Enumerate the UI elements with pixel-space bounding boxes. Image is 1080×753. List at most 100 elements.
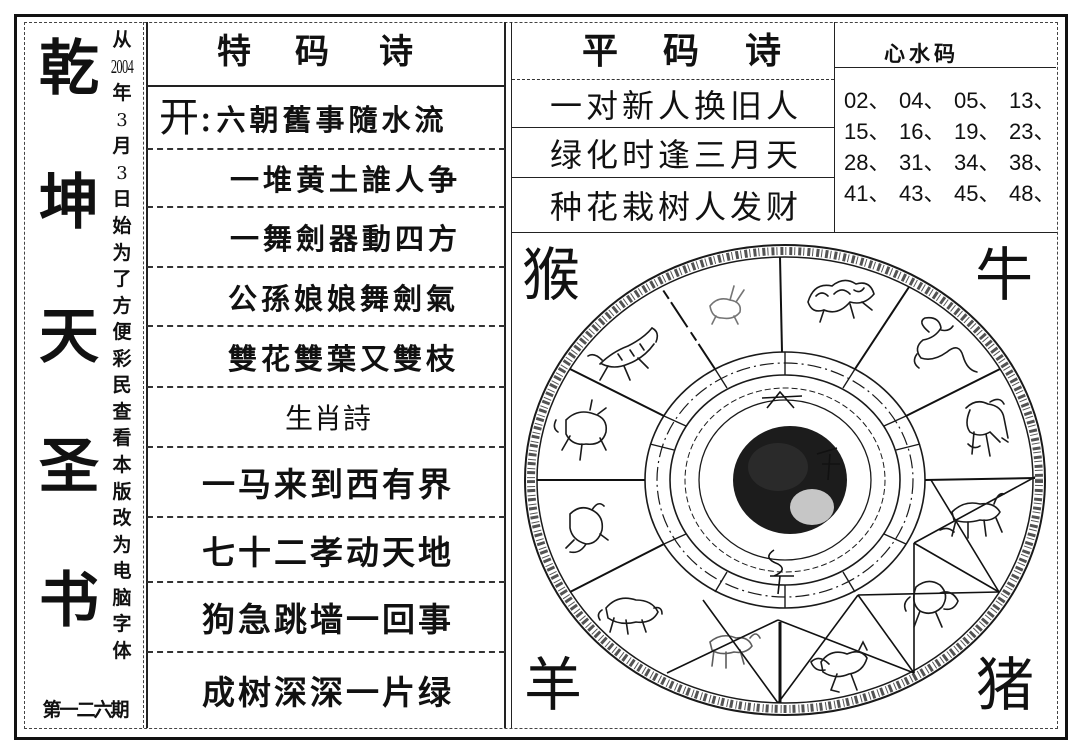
middle-column-divider — [504, 22, 506, 728]
poem-text: 公孫娘娘舞劍氣 — [228, 281, 460, 316]
poem-text: 种花栽树人发财 — [550, 188, 803, 226]
xinshui-number-grid: 02、 04、 05、 13、 15、 16、 19、 23、 28、 31、 … — [844, 87, 1064, 211]
outer-ring — [524, 244, 1046, 716]
rooster-icon — [810, 640, 868, 693]
notice-char: 月 — [112, 135, 132, 158]
notice-char: 体 — [112, 639, 132, 662]
notice-char: 始 — [112, 214, 132, 237]
notice-char: 彩 — [112, 347, 132, 370]
notice-char: 字 — [112, 613, 132, 636]
lucky-number: 16、 — [899, 119, 946, 144]
zodiac-poem-line: 成树深深一片绿 — [147, 653, 505, 727]
lucky-number: 43、 — [899, 181, 946, 206]
lucky-number: 31、 — [899, 150, 946, 175]
notice-year: 2004 — [110, 55, 134, 78]
tema-poem-line: 开: 六朝舊事隨水流 — [147, 87, 505, 150]
pingma-poem-line: 种花栽树人发财 — [512, 178, 834, 232]
pingma-poem-line: 绿化时逢三月天 — [512, 128, 834, 178]
notice-char: 为 — [112, 533, 132, 556]
notice-day-number: 3 — [116, 162, 128, 184]
zodiac-wheel-illustration — [524, 244, 1046, 716]
dog-icon — [709, 633, 761, 669]
xinshui-title: 心水码 — [884, 42, 959, 66]
title-char-sheng: 圣 — [39, 432, 99, 502]
notice-char: 改 — [112, 507, 132, 530]
notice-month-number: 3 — [116, 109, 128, 131]
tema-poem-header: 特 码 诗 — [147, 22, 505, 87]
poem-text: 七十二孝动天地 — [202, 532, 454, 572]
pingma-poem-header: 平 码 诗 — [512, 22, 834, 80]
notice-char: 看 — [112, 427, 132, 450]
notice-char: 电 — [112, 560, 132, 583]
corner-label-goat: 羊 — [524, 651, 583, 719]
lucky-number: 34、 — [954, 150, 1001, 175]
sector-dividers — [537, 256, 1036, 703]
poem-text: 一马来到西有界 — [202, 465, 454, 504]
notice-char: 查 — [112, 400, 132, 423]
rabbit-icon — [709, 285, 745, 325]
kai-prefix: 开: — [159, 94, 213, 141]
pig-icon — [597, 597, 663, 635]
ox-icon — [553, 399, 608, 461]
title-char-shu: 书 — [39, 566, 99, 636]
poem-text: 一舞劍器動四方 — [230, 222, 462, 256]
pingma-title-char: 平 — [582, 31, 619, 72]
lucky-number: 02、 — [844, 88, 891, 113]
dragon-icon — [807, 279, 875, 323]
zodiac-poem-line: 狗急跳墙一回事 — [147, 583, 505, 653]
notice-char: 便 — [112, 321, 132, 344]
issue-number: 第一二六期 — [42, 699, 129, 721]
monkey-icon — [903, 580, 959, 628]
tema-title-char: 特 — [217, 32, 251, 72]
pingma-poem-line: 一对新人换旧人 — [512, 80, 834, 128]
goat-icon — [939, 492, 1005, 539]
font-change-notice: 从 2004 年 3 月 3 日 始 为 了 方 便 彩 民 查 看 本 版 改… — [101, 30, 143, 662]
corner-label-monkey: 猴 — [522, 241, 581, 309]
lucky-number: 15、 — [844, 119, 891, 144]
notice-char: 年 — [112, 82, 132, 105]
title-char-tian: 天 — [39, 302, 99, 372]
lucky-number: 28、 — [844, 150, 891, 175]
notice-char: 脑 — [112, 586, 132, 609]
lucky-number: 38、 — [1009, 150, 1056, 175]
notice-char: 民 — [112, 374, 132, 397]
zodiac-poem-line: 一马来到西有界 — [147, 448, 505, 518]
tema-title-char: 诗 — [379, 32, 413, 72]
wheel-top-line — [512, 232, 1057, 233]
title-char-qian: 乾 — [39, 34, 99, 104]
left-column-divider-dashed — [143, 22, 144, 728]
lucky-number: 19、 — [954, 119, 1001, 144]
tema-poem-section: 特 码 诗 开: 六朝舊事隨水流 一堆黄土誰人争 一舞劍器動四方 公孫娘娘舞劍氣… — [147, 22, 505, 727]
xinshui-header-line — [834, 67, 1056, 68]
snake-icon — [913, 316, 978, 373]
lucky-number: 04、 — [899, 88, 946, 113]
inner-frame — [24, 22, 1058, 729]
xinshui-divider — [834, 22, 835, 232]
lucky-number: 23、 — [1009, 119, 1056, 144]
tema-poem-line: 公孫娘娘舞劍氣 — [147, 268, 505, 327]
center-orb — [733, 390, 847, 595]
notice-char: 日 — [112, 188, 132, 211]
lucky-number: 41、 — [844, 181, 891, 206]
notice-char: 方 — [112, 294, 132, 317]
poem-text: 成树深深一片绿 — [202, 673, 454, 712]
pingma-title-char: 诗 — [745, 31, 782, 72]
poem-text: 一堆黄土誰人争 — [230, 163, 462, 197]
notice-char: 版 — [112, 480, 132, 503]
lucky-number: 45、 — [954, 181, 1001, 206]
lucky-number: 13、 — [1009, 88, 1056, 113]
corner-label-pig: 猪 — [976, 651, 1035, 719]
notice-char: 本 — [112, 454, 132, 476]
tema-title-char: 码 — [295, 32, 329, 72]
title-char-kun: 坤 — [39, 168, 99, 238]
tema-poem-line: 雙花雙葉又雙枝 — [147, 327, 505, 388]
pingma-title-char: 码 — [663, 31, 700, 72]
notice-char: 了 — [112, 268, 132, 291]
poem-text: 绿化时逢三月天 — [550, 135, 803, 174]
zodiac-poem-header: 生肖詩 — [147, 388, 505, 448]
zodiac-poem-line: 七十二孝动天地 — [147, 518, 505, 583]
rat-icon — [565, 502, 609, 554]
tema-poem-line: 一舞劍器動四方 — [147, 208, 505, 268]
poem-text: 狗急跳墙一回事 — [202, 600, 454, 639]
zodiac-wheel-panel: 猴 牛 羊 猪 — [512, 232, 1057, 728]
